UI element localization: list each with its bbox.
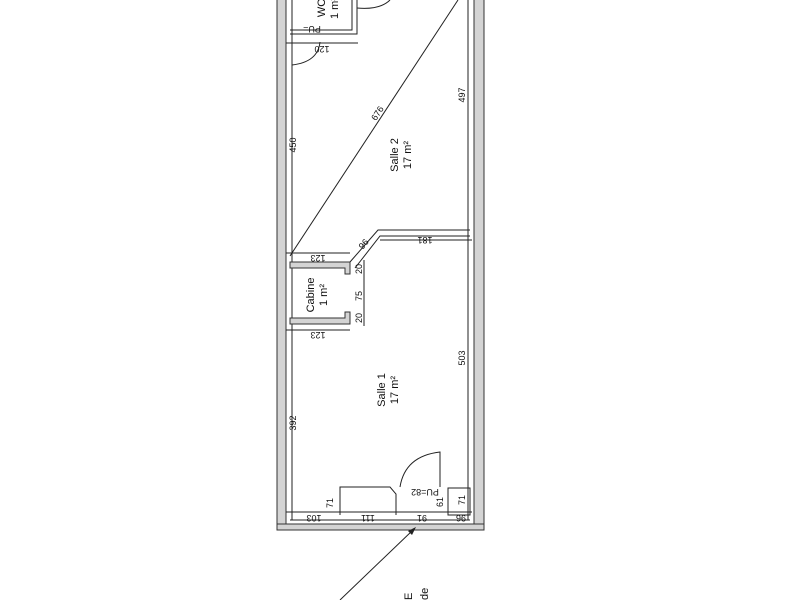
entry-door-arc	[399, 451, 441, 488]
door-arc-top	[291, 41, 321, 66]
dim-71-box: 71	[457, 495, 467, 505]
dim-71-counter: 71	[325, 498, 335, 508]
room-name-salle-1: Salle 1	[376, 373, 388, 407]
room-name-salle-2: Salle 2	[389, 138, 401, 172]
room-area-wc: 1 m²	[329, 0, 341, 19]
dim-103: 103	[306, 513, 321, 523]
entry-arrow-head	[408, 527, 416, 535]
cabine-bottom-wall	[289, 311, 351, 325]
dim-20-top: 20	[354, 264, 364, 274]
dim-96: 96	[357, 237, 371, 251]
dim-497: 497	[457, 87, 467, 102]
dim-450: 450	[288, 137, 298, 152]
dim-91: 91	[417, 513, 427, 523]
bottom-label-2: de	[419, 588, 431, 600]
dim-20-bottom: 20	[354, 313, 364, 323]
wc-door-label: PU=	[303, 24, 321, 34]
door-width-label: PU=82	[411, 487, 439, 497]
counter	[339, 486, 397, 515]
bottom-outer-wall	[276, 523, 485, 531]
right-outer-wall	[473, 0, 485, 531]
dim-503: 503	[457, 350, 467, 365]
room-name-cabine: Cabine	[305, 278, 317, 313]
dim-61: 61	[435, 497, 445, 507]
room-area-salle-1: 17 m²	[389, 376, 401, 404]
dim-123-bottom: 123	[310, 330, 325, 340]
dim-676: 676	[369, 104, 386, 122]
dim-181: 181	[417, 235, 432, 245]
small-box	[447, 487, 471, 516]
wc-door-arc	[356, 0, 391, 9]
bottom-label-1: E	[403, 593, 415, 600]
room-name-wc: WC	[316, 0, 328, 17]
dim-111: 111	[361, 513, 375, 523]
dim-96-bottom: 96	[456, 513, 466, 523]
diagonal-dimension-line	[289, 0, 459, 257]
partition-wall	[349, 229, 470, 269]
dim-120: 120	[314, 44, 329, 54]
wc-wall	[290, 0, 358, 35]
dim-392: 392	[288, 415, 298, 430]
dim-75: 75	[354, 291, 364, 301]
room-area-cabine: 1 m²	[318, 284, 330, 306]
dim-123-top: 123	[310, 253, 325, 263]
entry-arrow-line	[339, 529, 414, 600]
room-area-salle-2: 17 m²	[402, 141, 414, 169]
left-outer-wall	[276, 0, 287, 531]
